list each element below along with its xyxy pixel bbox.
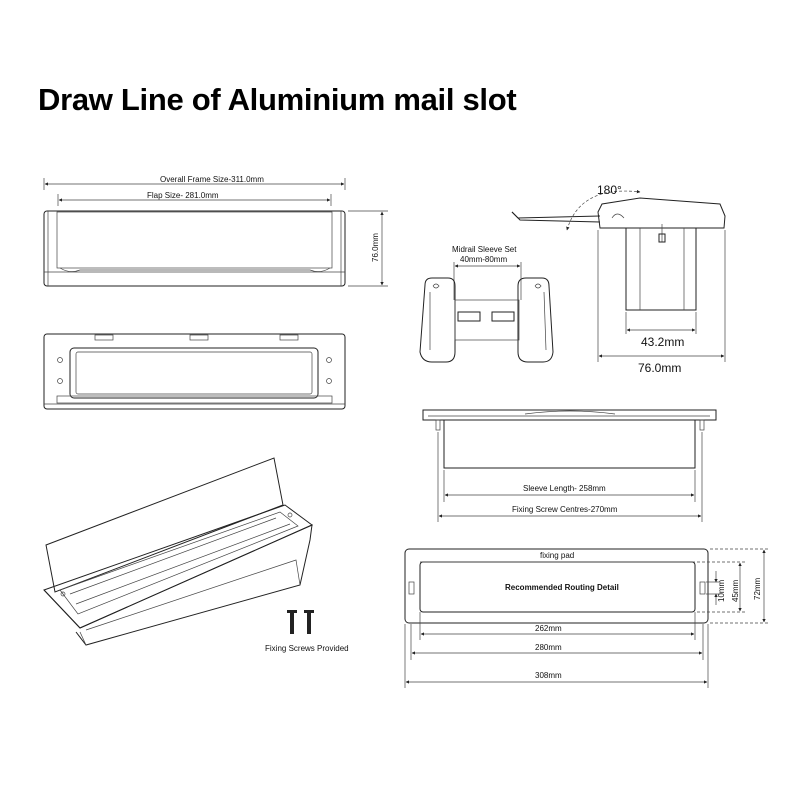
flap-size-label: Flap Size- 281.0mm — [147, 191, 219, 200]
dim-308-label: 308mm — [535, 671, 562, 680]
fixing-centres-label: Fixing Screw Centres-270mm — [512, 505, 618, 514]
midrail-label: Midrail Sleeve Set — [452, 245, 517, 254]
midrail-block-right — [517, 277, 554, 363]
screw-hole-right-top — [326, 357, 332, 363]
page-title: Draw Line of Aluminium mail slot — [38, 82, 517, 117]
front-flap-outline — [56, 211, 333, 269]
back-opening-outer — [69, 347, 319, 399]
midrail-pin-right — [491, 311, 515, 322]
midrail-pin-left — [457, 311, 481, 322]
frame-top-face — [43, 504, 313, 629]
dim-72-label: 72mm — [753, 577, 762, 600]
top-screw-left — [435, 419, 441, 431]
midrail-range-label: 40mm-80mm — [460, 255, 507, 264]
dim-280-label: 280mm — [535, 643, 562, 652]
top-screw-right — [699, 419, 705, 431]
routing-pad-right — [699, 581, 706, 595]
front-height-label: 76.0mm — [371, 233, 380, 262]
dim-262-label: 262mm — [535, 624, 562, 633]
top-sleeve — [443, 419, 696, 469]
fixing-pad-label: fixing pad — [540, 551, 574, 560]
back-opening-inner — [75, 351, 313, 395]
sleeve-edges — [79, 559, 301, 646]
routing-pad-left — [408, 581, 415, 595]
frame-left-corner — [43, 589, 81, 629]
side-flap-open-inner — [511, 211, 601, 219]
angle-label: 180° — [597, 183, 622, 197]
dim-10-label: 10mm — [717, 579, 726, 602]
front-view: Overall Frame Size-311.0mm Flap Size- 28… — [43, 175, 388, 287]
frame-inner-opening — [59, 511, 299, 615]
front-frame-outline — [43, 210, 346, 287]
midrail-block-right-edge — [543, 291, 547, 351]
side-view: 180° 43.2mm 76.0mm — [511, 183, 726, 375]
screw-1-head-icon — [287, 610, 297, 613]
outer-width-label: 76.0mm — [638, 361, 681, 375]
side-frame-top — [597, 197, 726, 229]
screw-hole-right-bottom — [326, 378, 332, 384]
perspective-screw-hole — [287, 512, 293, 518]
perspective-screw-hole-left — [60, 591, 66, 597]
frame-inner-rails — [69, 517, 291, 605]
routing-label: Recommended Routing Detail — [505, 583, 619, 592]
screw-2-icon — [307, 612, 311, 634]
rotation-arc — [566, 189, 641, 231]
routing-outer-outline — [404, 548, 709, 624]
top-view: Sleeve Length- 258mm Fixing Screw Centre… — [422, 409, 717, 522]
fixing-screws-label: Fixing Screws Provided — [265, 644, 349, 653]
routing-detail: fixing pad Recommended Routing Detail 26… — [404, 548, 770, 688]
fixing-screws: Fixing Screws Provided — [265, 610, 349, 653]
back-view — [43, 333, 346, 410]
overall-frame-size-label: Overall Frame Size-311.0mm — [160, 175, 264, 184]
midrail-sleeve — [454, 299, 520, 341]
top-frame-curve — [524, 410, 616, 415]
side-pin-head — [658, 233, 666, 243]
midrail-left-hole — [432, 283, 440, 289]
inner-width-label: 43.2mm — [641, 335, 684, 349]
back-tab-1 — [94, 334, 114, 341]
perspective-view — [43, 457, 313, 646]
back-bottom-strip — [56, 395, 333, 404]
dim-45-label: 45mm — [731, 579, 740, 602]
screw-hole-left-bottom — [57, 378, 63, 384]
back-tab-2 — [189, 334, 209, 341]
side-frame-hinge — [611, 213, 625, 219]
flap-lip — [59, 267, 331, 272]
side-sleeve — [625, 227, 697, 311]
back-tab-3 — [279, 334, 299, 341]
back-frame-outline — [43, 333, 346, 410]
sleeve-length-label: Sleeve Length- 258mm — [523, 484, 606, 493]
frame-body-side — [75, 524, 313, 646]
midrail-sleeve-set: Midrail Sleeve Set 40mm-80mm — [419, 245, 554, 363]
screw-2-head-icon — [304, 610, 314, 613]
open-flap — [45, 457, 284, 593]
top-frame — [422, 409, 717, 421]
midrail-right-hole — [534, 283, 542, 289]
screw-1-icon — [290, 612, 294, 634]
screw-hole-left-top — [57, 357, 63, 363]
midrail-block-left — [419, 277, 456, 363]
